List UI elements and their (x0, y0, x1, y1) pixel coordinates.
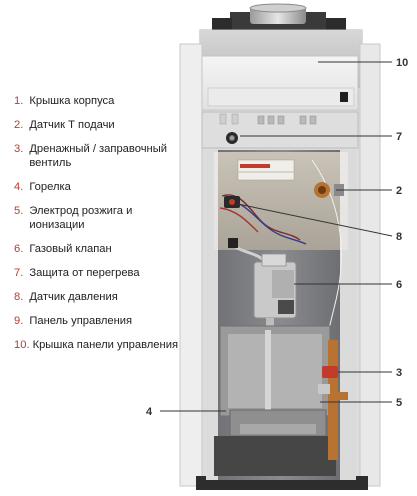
legend-text: Защита от перегрева (29, 267, 140, 279)
legend-number: 6. (14, 243, 24, 255)
legend-text: Газовый клапан (29, 243, 112, 255)
legend-text: Электрод розжига и ионизации (29, 205, 133, 231)
legend-text: Дренажный / заправочный вентиль (29, 143, 167, 169)
legend-text: Крышка корпуса (29, 95, 115, 107)
callout-2: 2 (396, 185, 402, 197)
legend-item-8: 8. Датчик давления (14, 290, 189, 304)
legend-item-10: 10.Крышка панели управления (14, 338, 189, 352)
legend-text: Датчик давления (29, 291, 118, 303)
legend-text: Горелка (29, 181, 71, 193)
legend-item-6: 6. Газовый клапан (14, 242, 189, 256)
burner (214, 325, 336, 476)
legend-number: 7. (14, 267, 24, 279)
control-panel (201, 55, 359, 149)
legend-text: Датчик Т подачи (29, 119, 115, 131)
overheat-protection (230, 136, 234, 140)
pressure-sensor (224, 196, 240, 208)
parts-legend: 1. Крышка корпуса 2. Датчик Т подачи 3. Дрена… (14, 94, 189, 352)
legend-text: Панель управления (29, 315, 133, 327)
legend-number: 4. (14, 181, 24, 193)
legend-number: 9. (14, 315, 24, 327)
legend-number: 8. (14, 291, 24, 303)
legend-item-1: 1. Крышка корпуса (14, 94, 189, 108)
callout-5: 5 (396, 397, 402, 409)
legend-item-2: 2. Датчик Т подачи (14, 118, 189, 132)
legend-item-9: 9. Панель управления (14, 314, 189, 328)
callout-3: 3 (396, 367, 402, 379)
callout-6: 6 (396, 279, 402, 291)
callout-lines (160, 61, 393, 412)
legend-item-7: 7. Защита от перегрева (14, 266, 189, 280)
callout-line-8 (237, 203, 393, 237)
callout-labels: 10 7 2 8 6 3 4 5 (146, 57, 408, 418)
flue-adapter (212, 3, 346, 34)
legend-text: Крышка панели управления (32, 339, 178, 351)
legend-number: 1. (14, 95, 24, 107)
gas-valve (253, 253, 297, 348)
legend-number: 2. (14, 119, 24, 131)
legend-number: 3. (14, 143, 24, 155)
legend-item-3: 3. Дренажный / заправочный вентиль (14, 142, 189, 170)
drain-valve (318, 340, 348, 460)
legend-number: 5. (14, 205, 24, 217)
legend-number: 10. (14, 339, 30, 351)
callout-4: 4 (146, 406, 153, 418)
legend-item-4: 4. Горелка (14, 180, 189, 194)
callout-7: 7 (396, 131, 402, 143)
callout-10: 10 (396, 57, 408, 69)
legend-item-5: 5. Электрод розжига и ионизации (14, 204, 189, 232)
callout-8: 8 (396, 231, 402, 243)
